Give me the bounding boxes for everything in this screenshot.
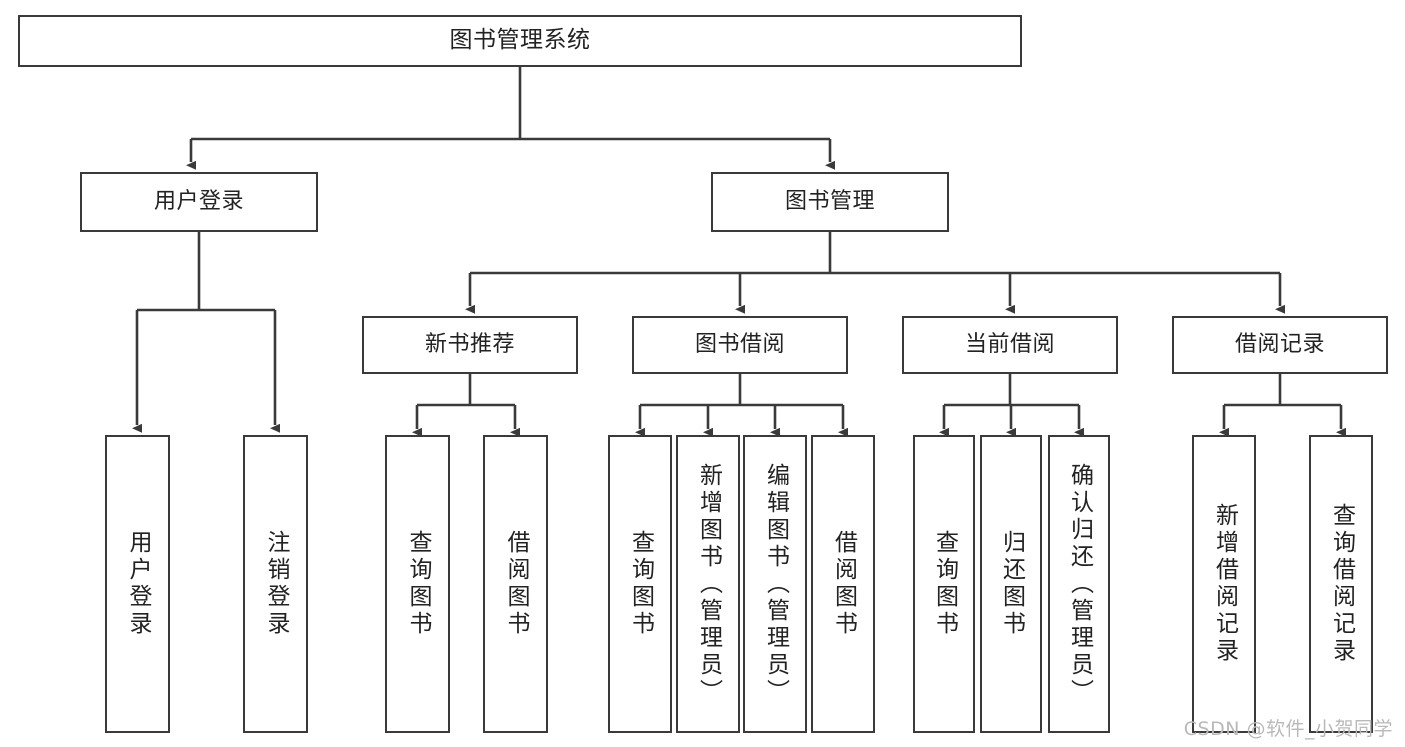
node-book-borrow-label: 图书借阅 bbox=[694, 332, 785, 358]
node-leaf-return-book[interactable]: 归还图书 bbox=[980, 435, 1042, 733]
node-leaf-edit-book-label: 编辑图书（管理员） bbox=[762, 462, 789, 706]
node-leaf-user-login-label: 用户登录 bbox=[125, 530, 151, 638]
node-borrow-record-label: 借阅记录 bbox=[1234, 332, 1325, 358]
node-leaf-query-book-3-label: 查询图书 bbox=[931, 530, 958, 638]
node-new-book-rec-label: 新书推荐 bbox=[424, 332, 515, 358]
node-current-borrow[interactable]: 当前借阅 bbox=[902, 316, 1118, 374]
node-leaf-query-record[interactable]: 查询借阅记录 bbox=[1309, 435, 1373, 733]
watermark-text: CSDN @软件_小贺同学 bbox=[1183, 718, 1393, 740]
node-leaf-edit-book[interactable]: 编辑图书（管理员） bbox=[743, 435, 807, 733]
node-leaf-logout-login-label: 注销登录 bbox=[263, 530, 289, 638]
node-book-manage-label: 图书管理 bbox=[784, 189, 875, 215]
node-leaf-user-login[interactable]: 用户登录 bbox=[105, 435, 170, 733]
node-current-borrow-label: 当前借阅 bbox=[964, 332, 1055, 358]
node-leaf-return-book-label: 归还图书 bbox=[998, 530, 1025, 638]
node-leaf-add-book[interactable]: 新增图书（管理员） bbox=[676, 435, 740, 733]
node-leaf-add-record-label: 新增借阅记录 bbox=[1211, 503, 1238, 665]
node-root[interactable]: 图书管理系统 bbox=[18, 15, 1022, 67]
node-leaf-query-book-2-label: 查询图书 bbox=[627, 530, 654, 638]
node-root-label: 图书管理系统 bbox=[449, 27, 591, 54]
node-leaf-borrow-book-2-label: 借阅图书 bbox=[830, 530, 857, 638]
node-user-login[interactable]: 用户登录 bbox=[80, 172, 318, 232]
node-leaf-borrow-book-1[interactable]: 借阅图书 bbox=[483, 435, 548, 733]
node-leaf-query-book-3[interactable]: 查询图书 bbox=[913, 435, 975, 733]
node-new-book-rec[interactable]: 新书推荐 bbox=[362, 316, 578, 374]
node-leaf-confirm-return[interactable]: 确认归还（管理员） bbox=[1048, 435, 1110, 733]
node-leaf-query-record-label: 查询借阅记录 bbox=[1328, 503, 1355, 665]
node-user-login-label: 用户登录 bbox=[153, 189, 244, 215]
node-leaf-logout-login[interactable]: 注销登录 bbox=[243, 435, 308, 733]
node-book-borrow[interactable]: 图书借阅 bbox=[632, 316, 848, 374]
node-leaf-confirm-return-label: 确认归还（管理员） bbox=[1066, 462, 1093, 706]
node-leaf-add-book-label: 新增图书（管理员） bbox=[695, 462, 722, 706]
node-leaf-query-book-1-label: 查询图书 bbox=[405, 530, 431, 638]
node-leaf-add-record[interactable]: 新增借阅记录 bbox=[1192, 435, 1256, 733]
node-leaf-query-book-2[interactable]: 查询图书 bbox=[608, 435, 672, 733]
node-leaf-borrow-book-1-label: 借阅图书 bbox=[503, 530, 529, 638]
node-leaf-query-book-1[interactable]: 查询图书 bbox=[385, 435, 450, 733]
node-leaf-borrow-book-2[interactable]: 借阅图书 bbox=[811, 435, 875, 733]
node-book-manage[interactable]: 图书管理 bbox=[711, 172, 949, 232]
node-borrow-record[interactable]: 借阅记录 bbox=[1172, 316, 1388, 374]
